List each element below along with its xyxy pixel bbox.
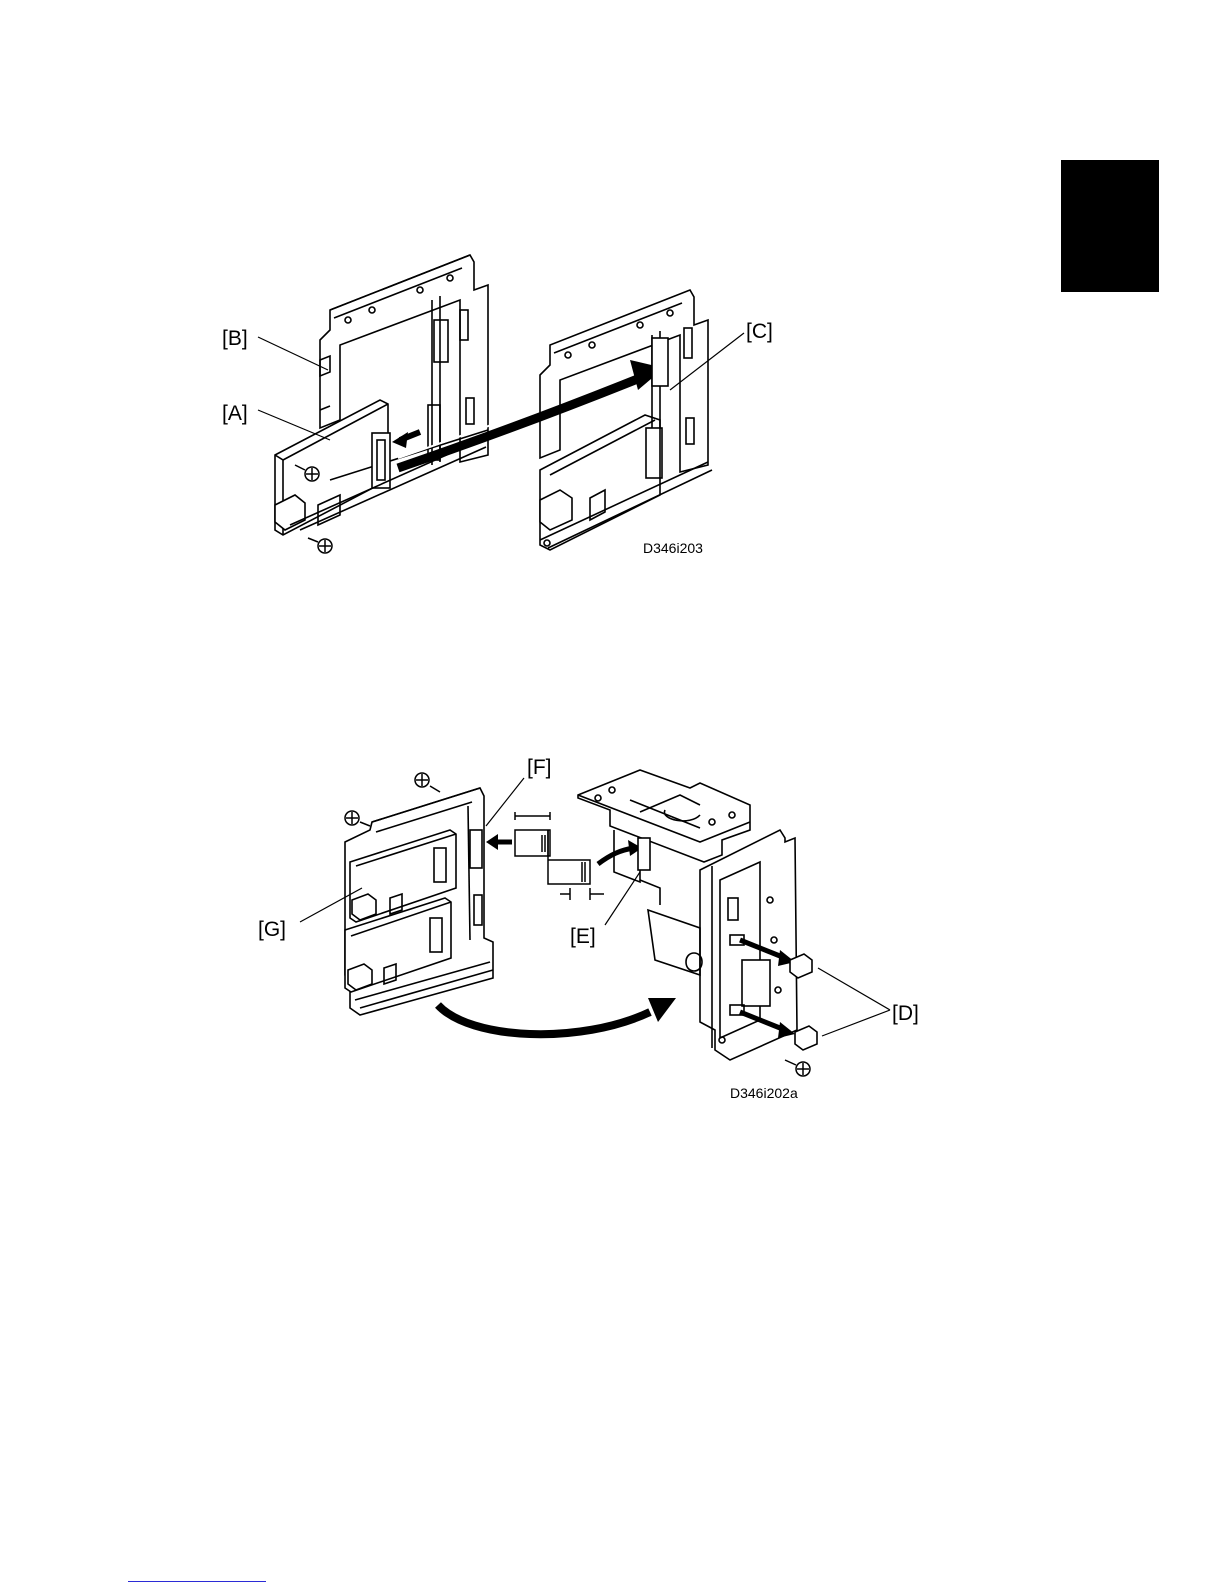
label-g: [G] [258,918,286,941]
flat-cable [515,812,604,900]
chassis-unit [578,770,797,1060]
board-assembly-g [345,788,493,1015]
label-f: [F] [527,756,552,779]
screw-icon [345,773,440,826]
screw-icon [785,1060,810,1076]
footer-link-rule [128,1581,266,1582]
figure-code-bottom: D346i202a [730,1085,798,1101]
relocation-arrow [438,998,676,1034]
label-e: [E] [570,925,596,948]
label-d: [D] [892,1002,919,1025]
